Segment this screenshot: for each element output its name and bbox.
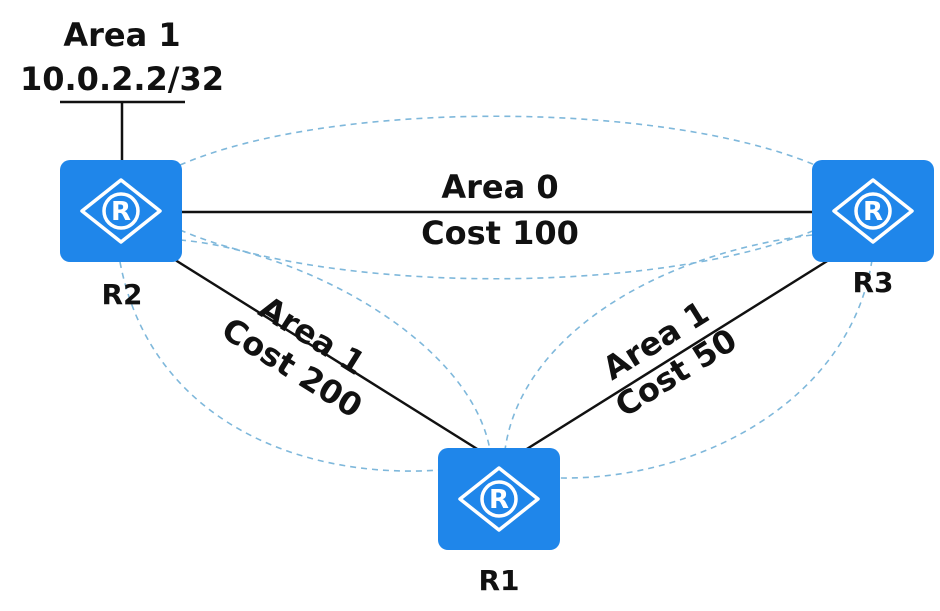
- router-r2[interactable]: R: [60, 160, 182, 262]
- svg-text:R: R: [489, 485, 509, 515]
- stub-network-prefix-label: 10.0.2.2/32: [20, 60, 224, 98]
- adjacency-arc-r2-r1-outer: [119, 261, 441, 472]
- router-r1[interactable]: R: [438, 448, 560, 550]
- router-icon: R: [458, 466, 540, 532]
- router-label-r3: R3: [852, 266, 893, 299]
- stub-network-area-label: Area 1: [63, 16, 180, 54]
- adjacency-arcs: [119, 115, 873, 479]
- svg-text:R: R: [111, 197, 131, 227]
- link-r2-r3-area-label: Area 0: [441, 168, 558, 206]
- adjacency-arc-r3-r1-outer: [559, 259, 873, 479]
- svg-text:R: R: [863, 197, 883, 227]
- router-label-r2: R2: [101, 278, 142, 311]
- router-label-r1: R1: [478, 564, 519, 597]
- router-r3[interactable]: R: [812, 160, 934, 262]
- adjacency-arc-r2-r3-lower: [179, 229, 816, 280]
- adjacency-arc-r2-r3-upper: [179, 115, 816, 166]
- link-r2-r1: [171, 256, 483, 454]
- router-icon: R: [80, 178, 162, 244]
- link-r3-r1: [521, 256, 833, 454]
- router-icon: R: [832, 178, 914, 244]
- adjacency-arc-r3-r1-inner: [504, 234, 813, 451]
- links: [60, 100, 833, 454]
- link-r2-r3-cost-label: Cost 100: [421, 214, 579, 252]
